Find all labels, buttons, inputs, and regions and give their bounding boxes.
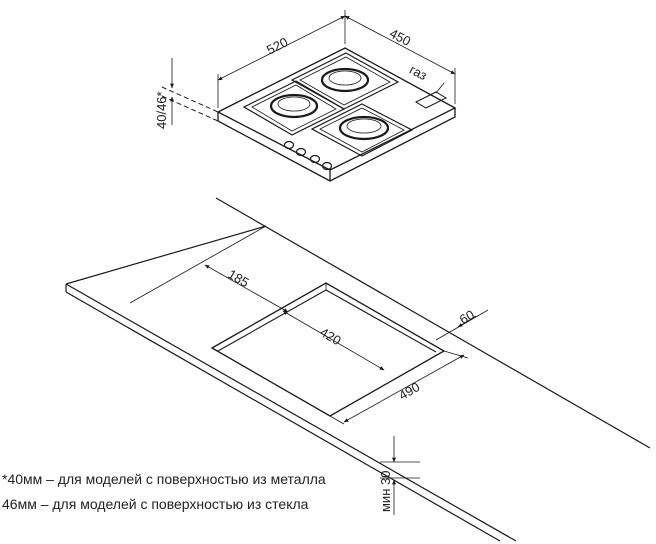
countertop-drawing: 185 420 490 60 мин 30 (65, 197, 651, 542)
knob-4 (321, 161, 333, 171)
dim-cutout-offset-back-label: 60 (457, 307, 477, 327)
knob-3 (309, 154, 321, 164)
dim-min-thickness-label: мин 30 (378, 471, 393, 512)
gas-inlet (414, 91, 448, 109)
control-knobs (283, 140, 333, 171)
footnotes: *40мм – для моделей с поверхностью из ме… (2, 471, 326, 512)
dim-cutout-width-label: 420 (317, 324, 343, 348)
pan-support-right (310, 103, 414, 157)
dim-cutout-depth: 490 (329, 350, 469, 425)
burner-back (320, 67, 370, 93)
knob-1 (283, 140, 295, 150)
hob-front-edge (217, 108, 456, 182)
footnote-metal: *40мм – для моделей с поверхностью из ме… (2, 471, 326, 487)
burner-right (338, 115, 390, 141)
countertop-left-edge (65, 225, 267, 285)
dim-cutout-offset-front-label: 185 (225, 266, 251, 290)
dim-cutout-offset-back: 60 (435, 307, 489, 341)
countertop-back-edge (215, 197, 651, 449)
gas-label: газ (407, 62, 429, 83)
dim-hob-height-label: 40/46* (154, 91, 169, 129)
countertop-front-edge (65, 283, 517, 542)
burner-left (269, 93, 319, 119)
countertop-front-lower-edge (65, 291, 501, 542)
dim-hob-depth: 450 (344, 15, 456, 104)
footnote-glass: 46мм – для моделей с поверхностью из сте… (2, 496, 309, 512)
dim-min-thickness: мин 30 (378, 436, 420, 515)
dim-hob-width: 520 (217, 10, 346, 108)
dim-hob-depth-label: 450 (387, 26, 413, 49)
knob-2 (295, 147, 307, 157)
dim-cutout-depth-label: 490 (396, 379, 422, 403)
dim-hob-height: 40/46* (154, 58, 219, 129)
hob-drawing: газ 520 450 40/46* (154, 10, 457, 182)
dim-cutout-offset-front: 185 (129, 225, 289, 313)
dim-cutout-width: 420 (282, 310, 385, 371)
pan-support-left (242, 80, 346, 136)
dim-hob-width-label: 520 (264, 34, 290, 57)
